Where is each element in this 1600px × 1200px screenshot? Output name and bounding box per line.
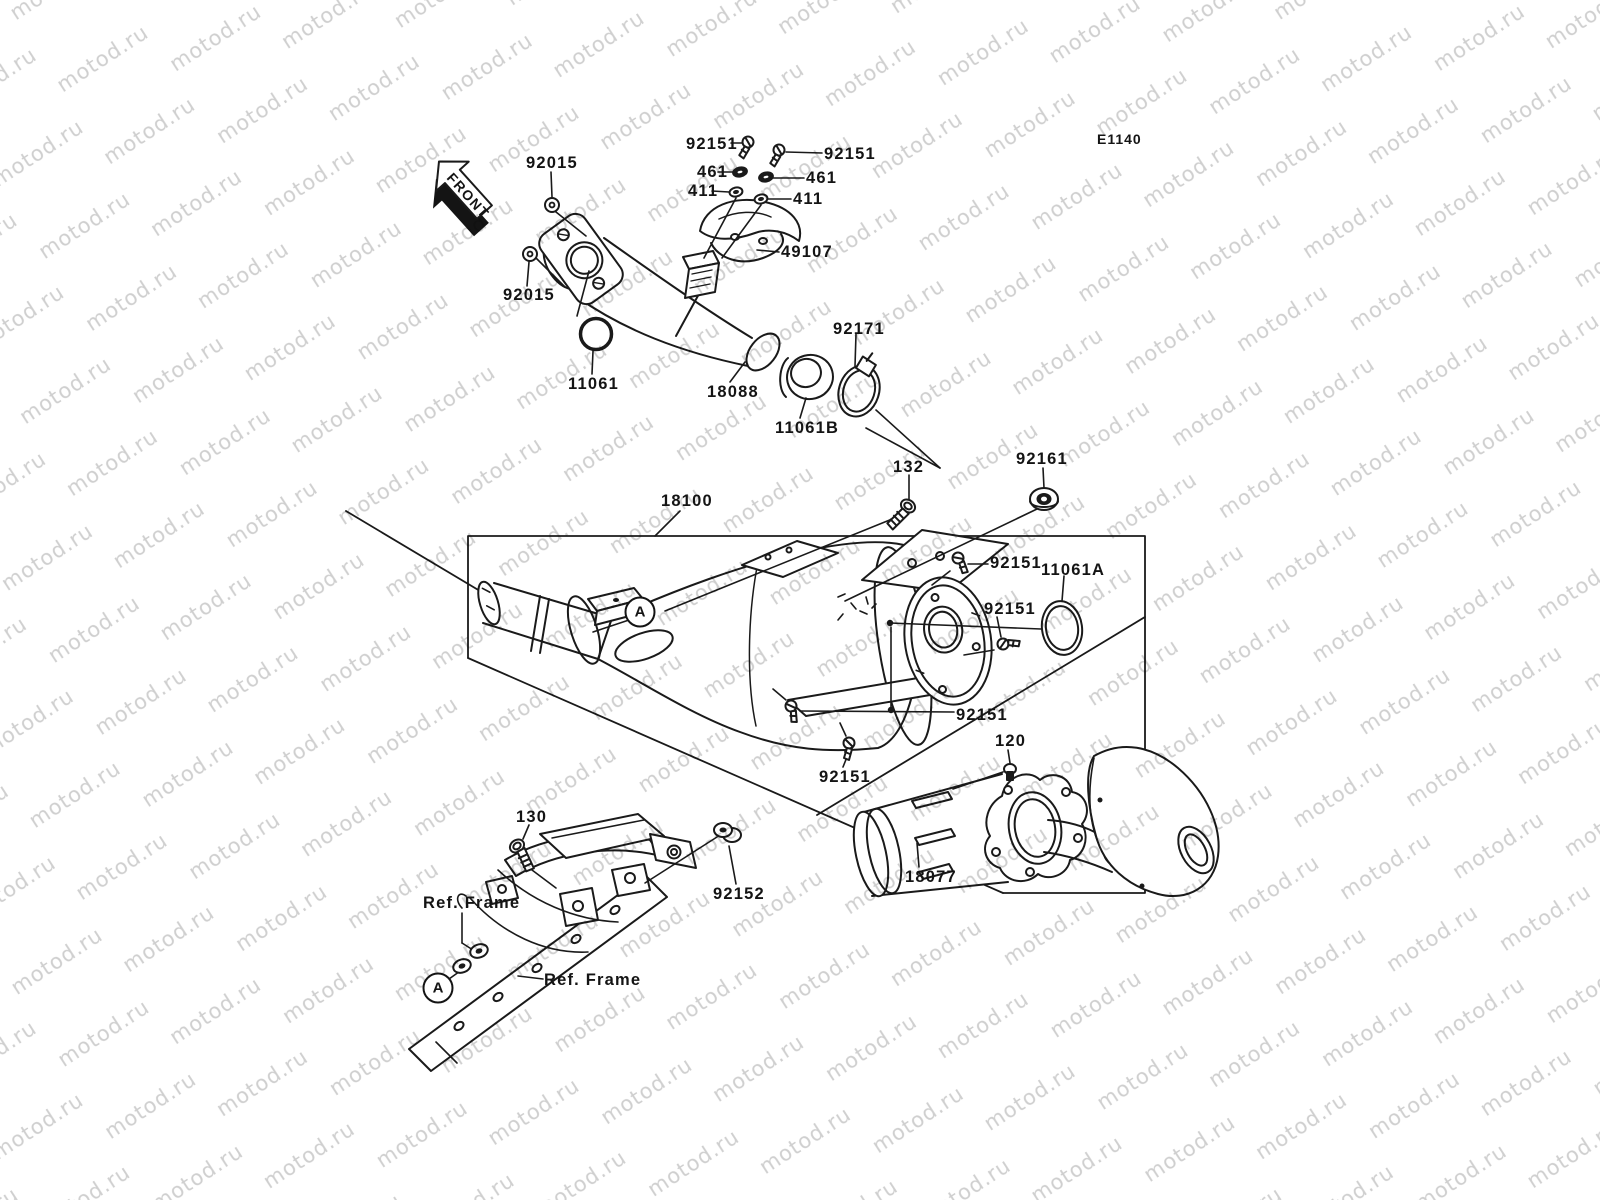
- part-label-e1140: E1140: [1097, 131, 1142, 147]
- part-label-92015: 92015: [503, 286, 555, 304]
- part-label-92151: 92151: [956, 706, 1008, 724]
- part-label-18100: 18100: [661, 492, 713, 510]
- part-label-11061b: 11061B: [775, 419, 840, 437]
- view-marker-a: A: [422, 972, 454, 1004]
- part-label-461: 461: [806, 169, 838, 187]
- part-label-92151: 92151: [819, 768, 871, 786]
- part-label-92151: 92151: [824, 145, 876, 163]
- part-label-132: 132: [893, 458, 925, 476]
- part-label-92015: 92015: [526, 154, 578, 172]
- part-label-92151: 92151: [984, 600, 1036, 618]
- part-label-92152: 92152: [713, 885, 765, 903]
- part-label-461: 461: [697, 163, 729, 181]
- part-label-92161: 92161: [1016, 450, 1068, 468]
- part-label-411: 411: [793, 190, 824, 208]
- part-label-92171: 92171: [833, 320, 885, 338]
- part-label-11061: 11061: [568, 375, 619, 393]
- part-label-411: 411: [688, 182, 719, 200]
- part-label-18088: 18088: [707, 383, 759, 401]
- part-label-ref-frame: Ref. Frame: [544, 971, 642, 989]
- part-label-11061a: 11061A: [1041, 561, 1106, 579]
- part-label-49107: 49107: [781, 243, 833, 261]
- part-label-120: 120: [995, 732, 1027, 750]
- part-label-92151: 92151: [990, 554, 1042, 572]
- part-label-92151: 92151: [686, 135, 738, 153]
- part-label-18077: 18077: [905, 868, 957, 886]
- view-marker-a: A: [624, 596, 656, 628]
- part-label-ref-frame: Ref. Frame: [423, 894, 521, 912]
- part-label-130: 130: [516, 808, 548, 826]
